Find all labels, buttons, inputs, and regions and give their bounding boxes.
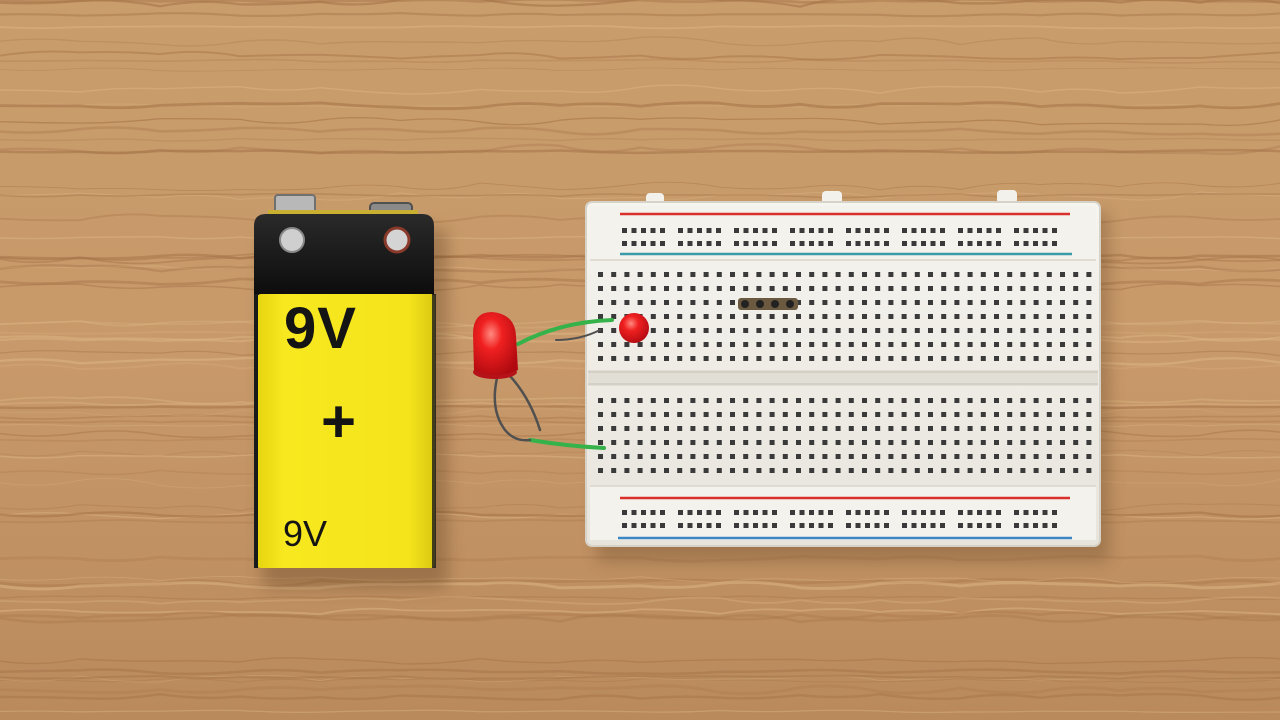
led-leg-2 [508,374,542,432]
breadboard-holes [598,228,1092,528]
breadboard-center-channel [588,370,1098,386]
breadboard [585,190,1101,547]
led-leg-3 [555,329,601,341]
led-small [619,313,649,343]
wire-lower [528,438,606,450]
led-large [473,312,518,379]
battery-cap [254,214,434,296]
battery-plus-mark: + [321,388,357,455]
jumper-wires [493,318,614,450]
wire-upper [516,318,614,346]
battery-body [257,294,435,568]
battery [254,194,436,568]
battery-contact-right [383,226,411,254]
battery-contact-left [279,227,305,253]
resistor-pins [738,298,798,310]
battery-voltage-label-small: 9V [283,513,328,554]
led-leg-1 [493,376,532,442]
battery-voltage-label: 9V [284,296,357,361]
